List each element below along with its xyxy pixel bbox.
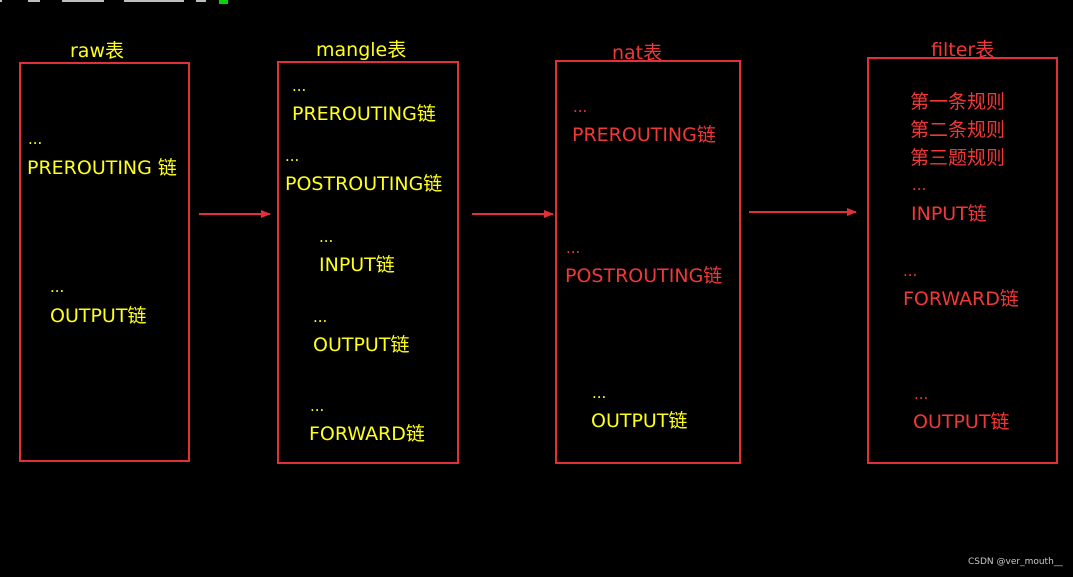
filter-rule-1: 第一条规则 (910, 91, 1006, 113)
nat-postrouting-chain: POSTROUTING链 (565, 265, 723, 287)
nat-prerouting-chain: PREROUTING链 (572, 124, 716, 146)
filter-table-box (867, 57, 1058, 464)
terminal-remnant (0, 0, 2, 2)
mangle-dots-3: ... (319, 228, 334, 246)
nat-dots-3: ... (592, 384, 607, 402)
filter-dots-1: ... (912, 176, 927, 194)
raw-prerouting-chain: PREROUTING 链 (27, 157, 177, 179)
filter-dots-2: ... (903, 262, 918, 280)
nat-table-box (555, 60, 741, 464)
filter-table-title: filter表 (931, 39, 995, 61)
filter-output-chain: OUTPUT链 (913, 411, 1010, 433)
filter-dots-3: ... (914, 385, 929, 403)
raw-dots-2: ... (50, 278, 65, 296)
terminal-remnant (124, 0, 184, 2)
nat-output-chain: OUTPUT链 (591, 410, 688, 432)
raw-table-box (19, 62, 190, 462)
mangle-postrouting-chain: POSTROUTING链 (285, 173, 443, 195)
mangle-input-chain: INPUT链 (319, 254, 395, 276)
mangle-output-chain: OUTPUT链 (313, 334, 410, 356)
mangle-prerouting-chain: PREROUTING链 (292, 103, 436, 125)
terminal-cursor (219, 0, 228, 4)
terminal-remnant (62, 0, 104, 2)
filter-rule-2: 第二条规则 (910, 119, 1006, 141)
raw-table-title: raw表 (70, 40, 124, 62)
nat-table-title: nat表 (612, 42, 663, 64)
mangle-dots-2: ... (285, 147, 300, 165)
terminal-remnant (28, 0, 40, 2)
mangle-table-title: mangle表 (316, 39, 407, 61)
mangle-forward-chain: FORWARD链 (309, 423, 425, 445)
nat-dots-1: ... (573, 98, 588, 116)
nat-dots-2: ... (566, 239, 581, 257)
terminal-remnant (196, 0, 206, 2)
filter-forward-chain: FORWARD链 (903, 288, 1019, 310)
mangle-dots-5: ... (310, 397, 325, 415)
mangle-dots-4: ... (313, 308, 328, 326)
mangle-table-box (277, 61, 459, 464)
watermark: CSDN @ver_mouth__ (968, 557, 1063, 567)
filter-input-chain: INPUT链 (911, 203, 987, 225)
mangle-dots-1: ... (292, 77, 307, 95)
raw-dots-1: ... (28, 130, 43, 148)
raw-output-chain: OUTPUT链 (50, 305, 147, 327)
filter-rule-3: 第三题规则 (910, 147, 1006, 169)
